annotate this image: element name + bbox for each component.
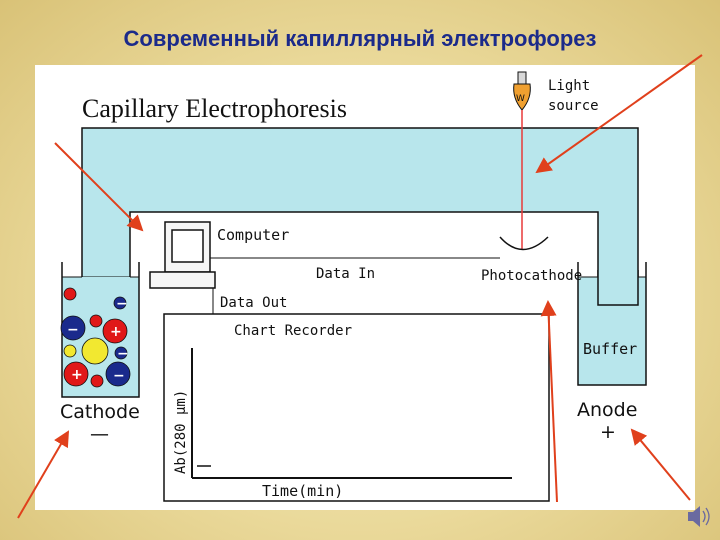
- diagram-heading: Capillary Electrophoresis: [82, 94, 347, 123]
- arrow-to-cathode: [17, 430, 70, 519]
- buffer-label: Buffer: [583, 340, 637, 358]
- cathode-sign: —: [90, 423, 109, 445]
- ion-plus-label: +: [110, 324, 122, 340]
- speaker-icon[interactable]: [688, 506, 710, 527]
- ion-small-blue: [114, 346, 128, 360]
- anode-label: Anode: [577, 399, 637, 421]
- arrow-to-light-beam: [535, 54, 703, 174]
- arrow-to-anode: [630, 428, 691, 501]
- photocathode-detector: [499, 236, 549, 251]
- arrow-to-photocathode: [540, 300, 558, 503]
- ion-minus-label: −: [117, 346, 129, 362]
- ion-plus-label: +: [71, 367, 83, 383]
- annotation-arrows: [17, 54, 703, 519]
- ion-small-blue: [113, 296, 127, 310]
- ion-small-red: [89, 314, 103, 328]
- ion-minus-label: −: [116, 296, 128, 312]
- light-bulb-icon: W: [513, 71, 531, 111]
- cathode-label: Cathode: [60, 401, 140, 423]
- anode-beaker: [577, 262, 647, 386]
- ions: − − + − + −: [60, 287, 131, 388]
- ion-minus-label: −: [113, 368, 125, 384]
- computer-icon: [149, 221, 216, 289]
- ion-small-red: [90, 374, 104, 388]
- ion-minus-label: −: [67, 322, 79, 338]
- lamp-letter: W: [516, 94, 525, 104]
- photocathode-label: Photocathode: [481, 268, 582, 284]
- slide-title: Современный капиллярный электрофорез: [123, 26, 597, 51]
- data-in-label: Data In: [316, 266, 375, 282]
- chart-x-axis-label: Time(min): [262, 482, 343, 500]
- anode-sign: +: [600, 421, 616, 443]
- ion-blue-large: [60, 315, 86, 341]
- arrow-to-capillary: [54, 142, 144, 232]
- light-source-label: Light: [548, 78, 590, 94]
- ion-red-large: [63, 361, 89, 387]
- data-out-label: Data Out: [220, 295, 287, 311]
- ion-small-yellow: [63, 344, 77, 358]
- light-source-label-2: source: [548, 98, 599, 114]
- chart-recorder-label: Chart Recorder: [234, 323, 352, 339]
- ion-blue-large: [105, 361, 131, 387]
- ion-yellow-large: [81, 337, 109, 365]
- ion-small-red: [63, 287, 77, 301]
- computer-label: Computer: [217, 226, 289, 244]
- chart-y-axis-label: Ab(280 μm): [173, 390, 189, 474]
- ion-red-large: [102, 318, 128, 344]
- chart-recorder: [163, 313, 550, 502]
